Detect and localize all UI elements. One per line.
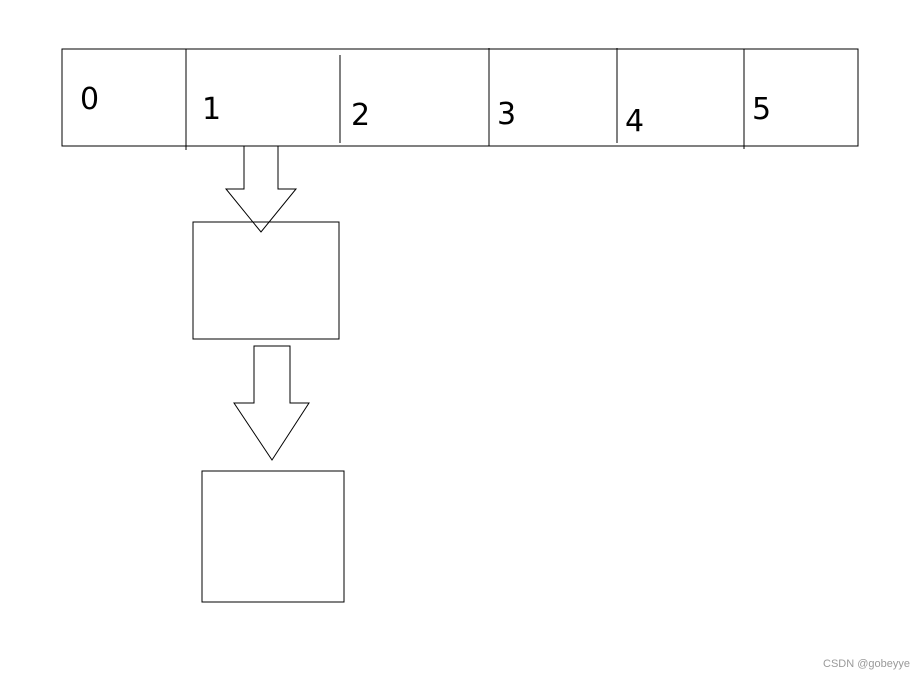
chain-node-2 <box>201 470 345 603</box>
watermark: CSDN @gobeyye <box>823 658 910 670</box>
cell-label-3: 3 <box>497 97 516 132</box>
down-arrow-icon <box>233 345 310 461</box>
down-arrow-icon <box>224 145 298 233</box>
cell-label-1: 1 <box>202 92 221 127</box>
array-outline <box>61 48 859 147</box>
cell-label-0: 0 <box>80 82 99 117</box>
cell-label-4: 4 <box>625 104 644 139</box>
cell-label-5: 5 <box>752 92 771 127</box>
chain-node-1 <box>192 221 340 340</box>
cell-label-2: 2 <box>351 98 370 133</box>
